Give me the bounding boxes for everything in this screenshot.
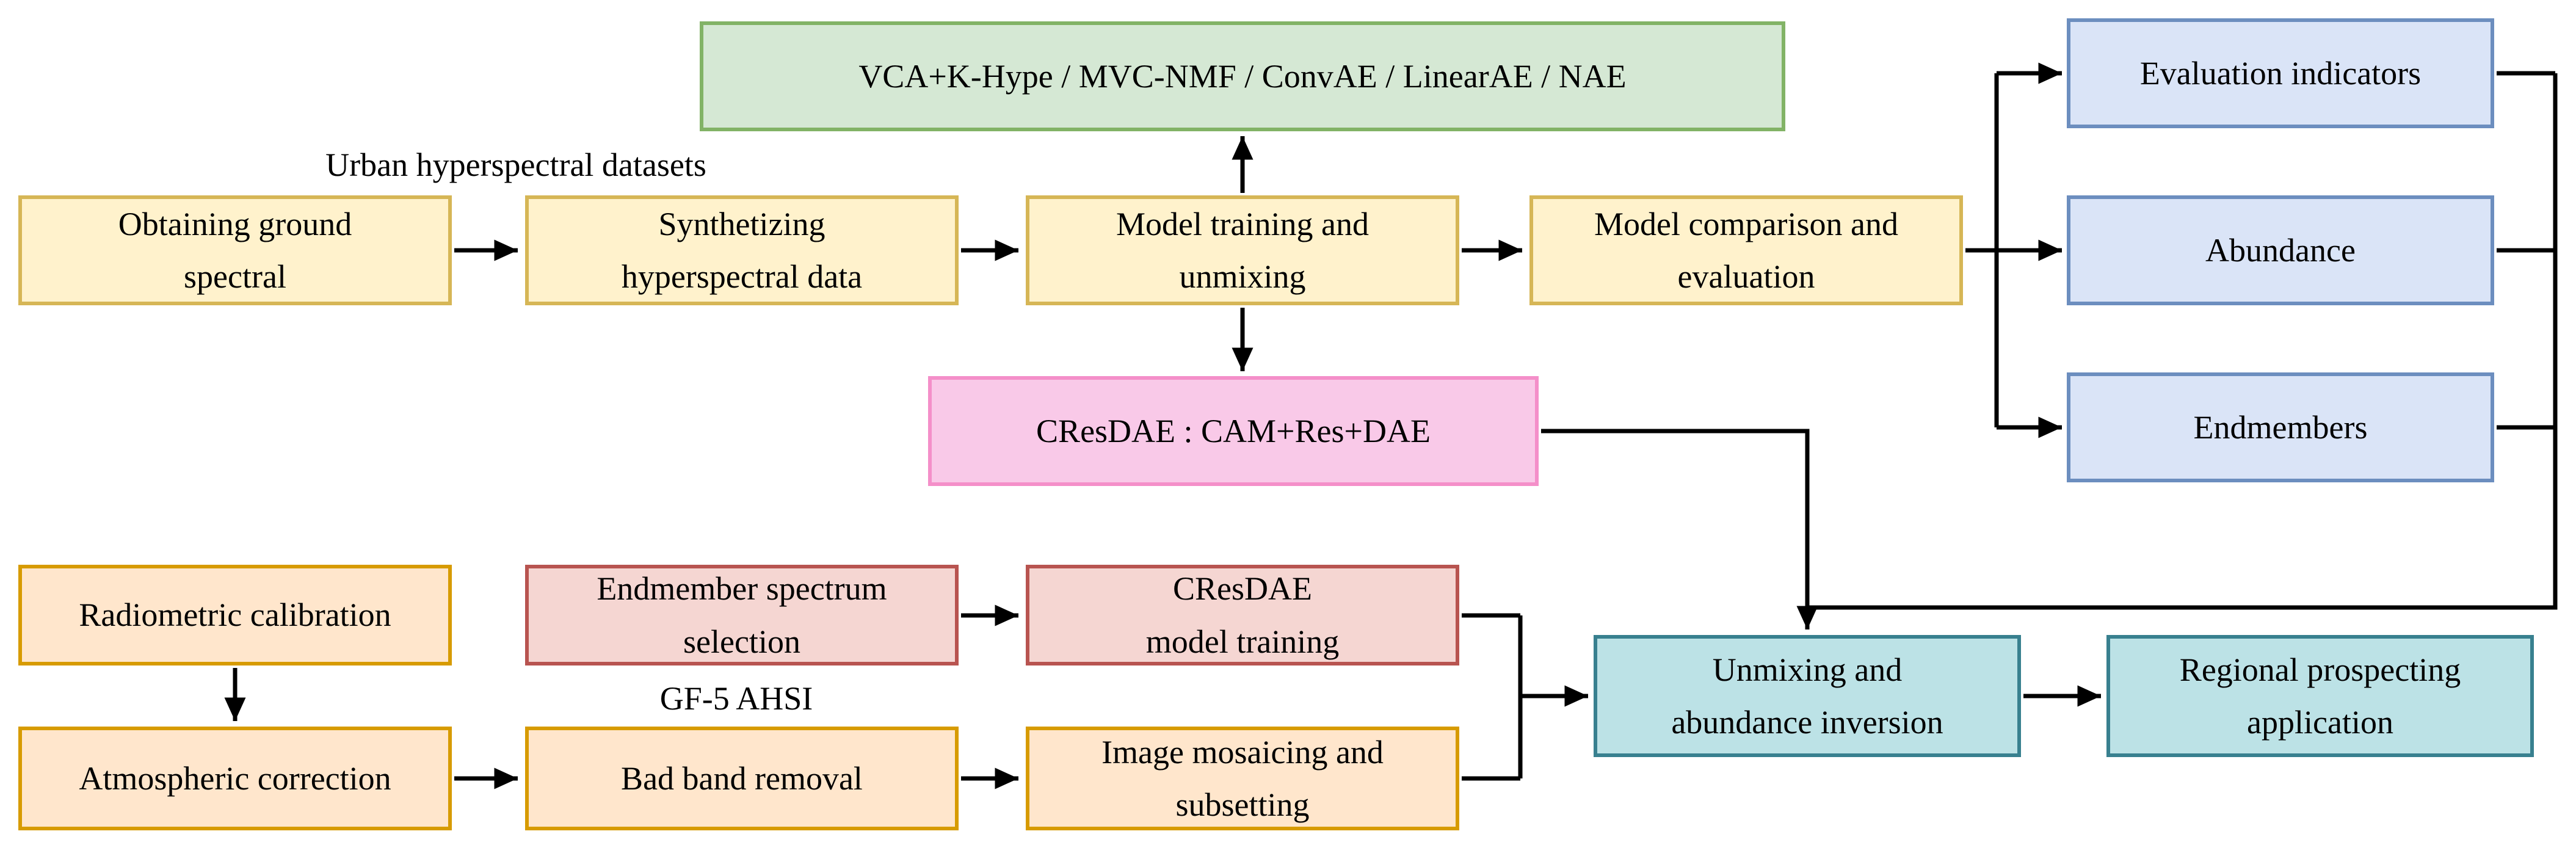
node-synthetizing-hyperspectral-data: Synthetizing hyperspectral data — [525, 195, 959, 305]
node-endmember-spectrum-selection: Endmember spectrum selection — [525, 565, 959, 665]
connector-right-rail-feedback — [1807, 73, 2558, 610]
label-urban-hyperspectral-datasets: Urban hyperspectral datasets — [325, 147, 706, 183]
node-image-mosaicing-and-subsetting: Image mosaicing and subsetting — [1026, 727, 1459, 830]
node-radiometric-calibration: Radiometric calibration — [18, 565, 452, 665]
node-cresdae-model-training: CResDAE model training — [1026, 565, 1459, 665]
node-endmembers: Endmembers — [2067, 372, 2494, 482]
node-model-comparison-and-evaluation: Model comparison and evaluation — [1529, 195, 1963, 305]
node-evaluation-indicators: Evaluation indicators — [2067, 18, 2494, 128]
node-obtaining-ground-spectral: Obtaining ground spectral — [18, 195, 452, 305]
node-unmixing-and-abundance-inversion: Unmixing and abundance inversion — [1594, 635, 2021, 757]
node-atmospheric-correction: Atmospheric correction — [18, 727, 452, 830]
label-gf5-ahsi: GF-5 AHSI — [659, 680, 813, 717]
node-model-training-and-unmixing: Model training and unmixing — [1026, 195, 1459, 305]
node-algorithms: VCA+K-Hype / MVC-NMF / ConvAE / LinearAE… — [700, 21, 1785, 131]
node-abundance: Abundance — [2067, 195, 2494, 305]
node-regional-prospecting-application: Regional prospecting application — [2106, 635, 2534, 757]
connector-cresdae-to-unmixing — [1541, 429, 1818, 629]
node-bad-band-removal: Bad band removal — [525, 727, 959, 830]
node-cresdae-cam-res-dae: CResDAE : CAM+Res+DAE — [928, 376, 1539, 486]
